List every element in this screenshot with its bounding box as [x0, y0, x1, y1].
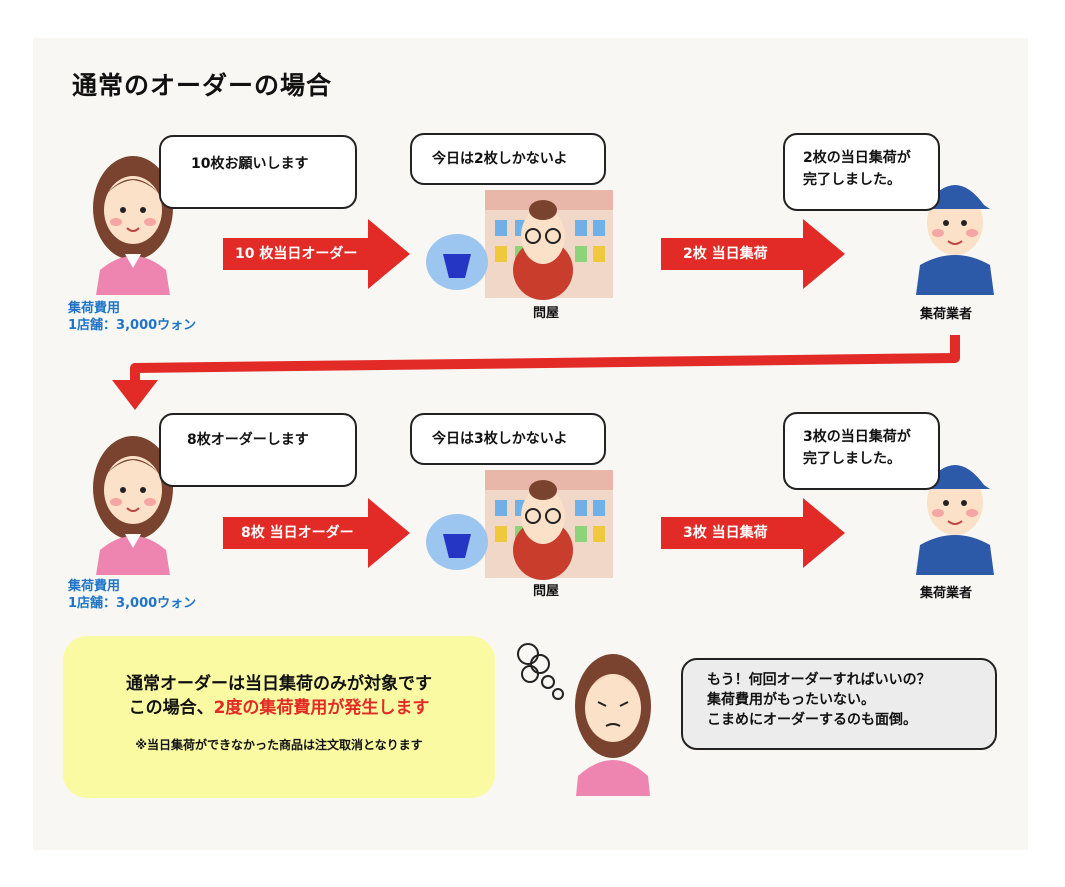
note-line-2-prefix: この場合、 [128, 698, 214, 718]
pickup-arrow: 2枚 当日集荷 [661, 219, 845, 289]
note-small-text: ※当日集荷ができなかった商品は注文取消となります [135, 738, 423, 752]
wholesaler-speech-bubble: 今日は3枚しかないよ [410, 413, 606, 465]
courier-man-icon [916, 185, 994, 295]
customer-bubble-text: 10枚お願いします [191, 156, 309, 172]
complaint-line: もう！何回オーダーすればいいの？ [707, 672, 931, 688]
summary-note: 通常オーダーは当日集荷のみが対象です この場合、2度の集荷費用が発生します ※当… [63, 636, 495, 798]
note-line-1: 通常オーダーは当日集荷のみが対象です [126, 674, 432, 694]
note-line-2-highlight: 2度の集荷費用が発生します [213, 698, 430, 718]
courier-bubble-line: 完了しました。 [803, 451, 901, 467]
pickup-arrow: 3枚 当日集荷 [661, 498, 845, 568]
wholesale-shop-icon [426, 190, 613, 300]
frustrated-woman-icon [517, 643, 651, 796]
courier-label: 集荷業者 [920, 307, 973, 322]
customer-speech-bubble: 8枚オーダーします [159, 413, 357, 487]
order-arrow: 8枚 当日オーダー [223, 498, 410, 568]
wholesaler-bubble-text: 今日は3枚しかないよ [432, 431, 568, 447]
wholesaler-speech-bubble: 今日は2枚しかないよ [410, 133, 606, 185]
courier-label: 集荷業者 [920, 586, 973, 601]
complaint-line: こまめにオーダーするのも面倒。 [707, 712, 917, 728]
customer-woman-icon [93, 156, 173, 295]
customer-woman-icon [93, 436, 173, 575]
courier-speech-bubble: 3枚の当日集荷が 完了しました。 [783, 412, 940, 490]
connector-arrow [112, 335, 960, 410]
fee-label: 集荷費用 [68, 579, 121, 594]
courier-bubble-line: 完了しました。 [803, 172, 901, 188]
courier-bubble-line: 2枚の当日集荷が [803, 150, 911, 166]
customer-bubble-text: 8枚オーダーします [187, 432, 309, 448]
order-arrow: 10 枚当日オーダー [223, 219, 410, 289]
wholesaler-bubble-text: 今日は2枚しかないよ [432, 151, 568, 167]
fee-info: 集荷費用 1店舗：3,000ウォン [68, 300, 196, 334]
customer-speech-bubble: 10枚お願いします [159, 135, 357, 209]
order-arrow-label: 8枚 当日オーダー [241, 525, 354, 541]
courier-bubble-line: 3枚の当日集荷が [803, 429, 911, 445]
order-arrow-label: 10 枚当日オーダー [235, 246, 358, 262]
complaint-line: 集荷費用がもったいない。 [707, 692, 875, 708]
page-title: 通常のオーダーの場合 [72, 71, 333, 100]
courier-man-icon [916, 465, 994, 575]
wholesaler-label: 問屋 [533, 584, 560, 599]
fee-value: 1店舗：3,000ウォン [68, 318, 197, 333]
courier-speech-bubble: 2枚の当日集荷が 完了しました。 [783, 133, 940, 211]
fee-info: 集荷費用 1店舗：3,000ウォン [68, 578, 196, 612]
note-line-2: この場合、2度の集荷費用が発生します [63, 696, 495, 720]
pickup-arrow-label: 3枚 当日集荷 [683, 525, 768, 541]
fee-label: 集荷費用 [68, 301, 121, 316]
fee-value: 1店舗：3,000ウォン [68, 596, 197, 611]
wholesale-shop-icon [426, 470, 613, 580]
wholesaler-label: 問屋 [533, 306, 560, 321]
pickup-arrow-label: 2枚 当日集荷 [683, 246, 768, 262]
complaint-bubble: もう！何回オーダーすればいいの？ 集荷費用がもったいない。 こまめにオーダーする… [681, 658, 997, 750]
